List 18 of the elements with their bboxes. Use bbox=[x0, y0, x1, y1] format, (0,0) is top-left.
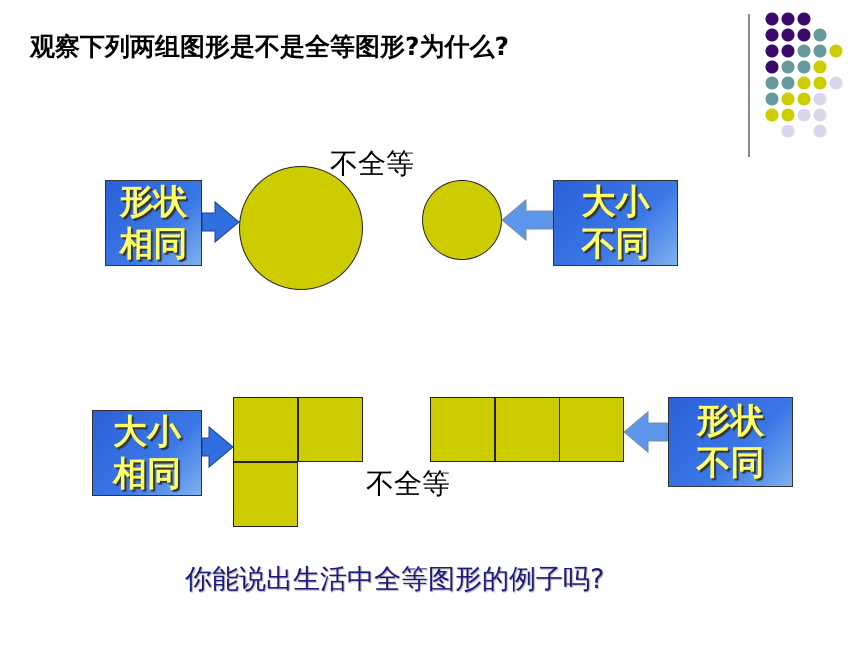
label-box: 大小相同 bbox=[92, 410, 202, 496]
block-arrow bbox=[501, 198, 554, 242]
label-box: 形状不同 bbox=[668, 397, 793, 487]
verdict-text: 不全等 bbox=[330, 146, 414, 182]
title: 观察下列两组图形是不是全等图形?为什么? bbox=[30, 31, 510, 63]
square-shape bbox=[559, 397, 624, 462]
label-box: 形状相同 bbox=[105, 180, 202, 266]
square-shape bbox=[298, 397, 363, 462]
square-shape bbox=[430, 397, 495, 462]
question-text: 你能说出生活中全等图形的例子吗? bbox=[185, 563, 604, 597]
verdict-text: 不全等 bbox=[366, 466, 450, 502]
label-box: 大小不同 bbox=[553, 180, 678, 266]
square-shape bbox=[233, 462, 298, 527]
block-arrow bbox=[202, 426, 234, 468]
block-arrow bbox=[202, 200, 240, 244]
square-shape bbox=[495, 397, 560, 462]
block-arrow bbox=[623, 410, 668, 454]
square-shape bbox=[233, 397, 298, 462]
